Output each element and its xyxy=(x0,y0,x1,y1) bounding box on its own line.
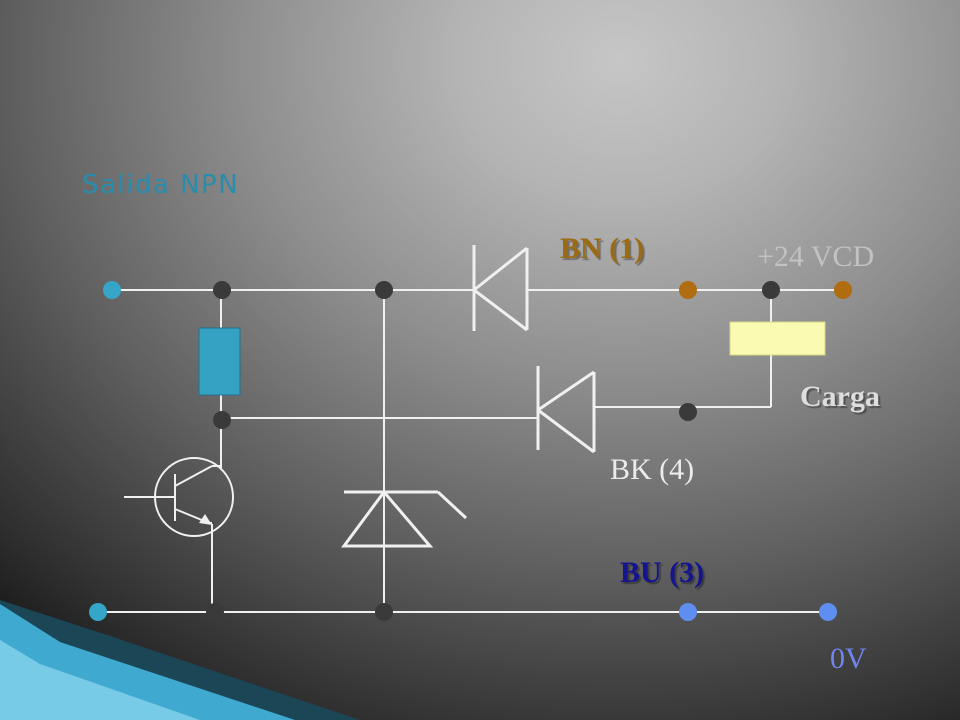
node-bottom-emitter xyxy=(206,603,224,621)
label-carga: Carga xyxy=(800,380,880,413)
node-vcd-terminal xyxy=(834,281,852,299)
npn-transistor xyxy=(124,457,234,537)
node-middle-resistor xyxy=(213,411,231,429)
node-bottom-left-cyan xyxy=(89,603,107,621)
node-bottom-zener xyxy=(375,603,393,621)
label-bk: BK (4) xyxy=(610,453,695,486)
label-vcd: +24 VCD xyxy=(757,240,875,273)
diode-bk xyxy=(536,366,596,454)
node-top-left-cyan xyxy=(103,281,121,299)
label-zero: 0V xyxy=(830,642,867,675)
load-box xyxy=(729,321,826,356)
label-bn: BN (1) xyxy=(560,232,645,265)
node-top-load xyxy=(762,281,780,299)
slide-title: Salida NPN xyxy=(82,170,240,200)
resistor xyxy=(198,327,241,396)
zener-diode xyxy=(341,489,468,548)
node-top-zener xyxy=(375,281,393,299)
node-zero-terminal xyxy=(819,603,837,621)
label-bu: BU (3) xyxy=(620,556,705,589)
node-bn-terminal xyxy=(679,281,697,299)
corner-accent-highlight xyxy=(0,640,200,720)
node-top-resistor xyxy=(213,281,231,299)
diode-bn xyxy=(472,245,529,332)
node-bk-terminal xyxy=(679,403,697,421)
node-bu-terminal xyxy=(679,603,697,621)
